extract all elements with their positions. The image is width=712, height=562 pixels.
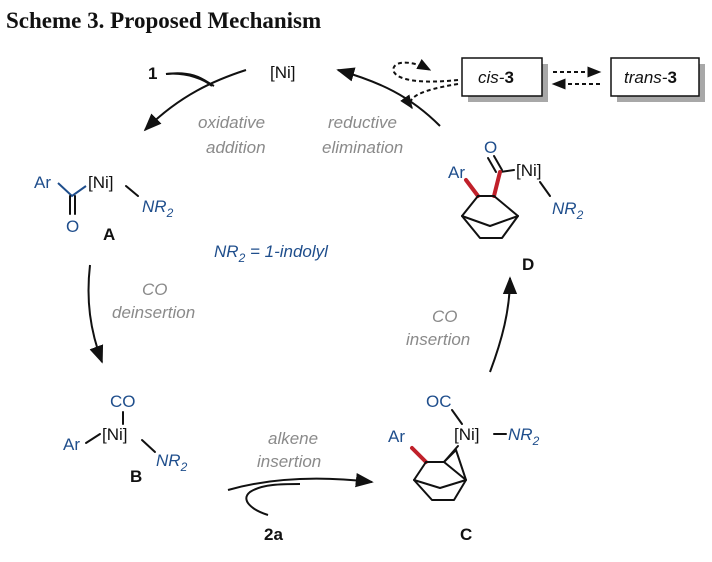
compound-2a-label: 2a xyxy=(264,525,283,544)
intermediate-D: O [Ni] NR2 Ar D xyxy=(448,138,584,274)
isomerization-dashed-arrow-1 xyxy=(392,59,459,83)
B-ni: [Ni] xyxy=(102,425,128,444)
co-deinsertion-arrow xyxy=(87,264,104,364)
scheme-title: Scheme 3. Proposed Mechanism xyxy=(6,8,321,33)
oxidative-label: oxidative xyxy=(198,113,265,132)
co-deinsertion-text: deinsertion xyxy=(112,303,195,322)
D-ni: [Ni] xyxy=(516,161,542,180)
A-nr2: NR2 xyxy=(142,197,174,220)
alkene-label: alkene xyxy=(268,429,318,448)
reagent-2a-curve xyxy=(245,483,301,516)
co-deinsertion-co: CO xyxy=(142,280,168,299)
reductive-elimination-arrow xyxy=(336,67,441,127)
compound-1-label: 1 xyxy=(148,64,157,83)
intermediate-C: OC [Ni] NR2 Ar C xyxy=(388,392,540,544)
trans-3-box xyxy=(610,57,700,97)
co-insertion-co: CO xyxy=(432,307,458,326)
B-ar: Ar xyxy=(63,435,80,454)
reductive-label: reductive xyxy=(328,113,397,132)
intermediate-B: CO Ar [Ni] NR2 B xyxy=(63,392,188,486)
D-ar: Ar xyxy=(448,163,465,182)
C-ni: [Ni] xyxy=(454,425,480,444)
trans-3-label: trans-3 xyxy=(624,68,677,87)
cis-3-box xyxy=(461,57,543,97)
A-ar: Ar xyxy=(34,173,51,192)
C-nr2: NR2 xyxy=(508,425,540,448)
A-ni: [Ni] xyxy=(88,173,114,192)
D-label: D xyxy=(522,255,534,274)
addition-label: addition xyxy=(206,138,266,157)
intermediate-A: Ar O [Ni] NR2 A xyxy=(34,173,174,244)
insertion-label: insertion xyxy=(257,452,321,471)
C-label: C xyxy=(460,525,472,544)
A-label: A xyxy=(103,225,115,244)
elimination-label: elimination xyxy=(322,138,403,157)
catalyst-label: [Ni] xyxy=(270,63,296,82)
nr2-legend: NR2 = 1-indolyl xyxy=(214,242,329,265)
D-nr2: NR2 xyxy=(552,199,584,222)
D-oxygen: O xyxy=(484,138,497,157)
reagent-1-curve xyxy=(165,72,213,87)
C-ar: Ar xyxy=(388,427,405,446)
B-nr2: NR2 xyxy=(156,451,188,474)
B-co: CO xyxy=(110,392,136,411)
A-oxygen: O xyxy=(66,217,79,236)
B-label: B xyxy=(130,467,142,486)
co-insertion-arrow xyxy=(489,276,518,373)
alkene-insertion-arrow xyxy=(227,472,374,491)
cis-3-label: cis-3 xyxy=(478,68,514,87)
co-insertion-text: insertion xyxy=(406,330,470,349)
isomerization-dashed-arrow-2 xyxy=(400,83,459,110)
C-oc: OC xyxy=(426,392,452,411)
